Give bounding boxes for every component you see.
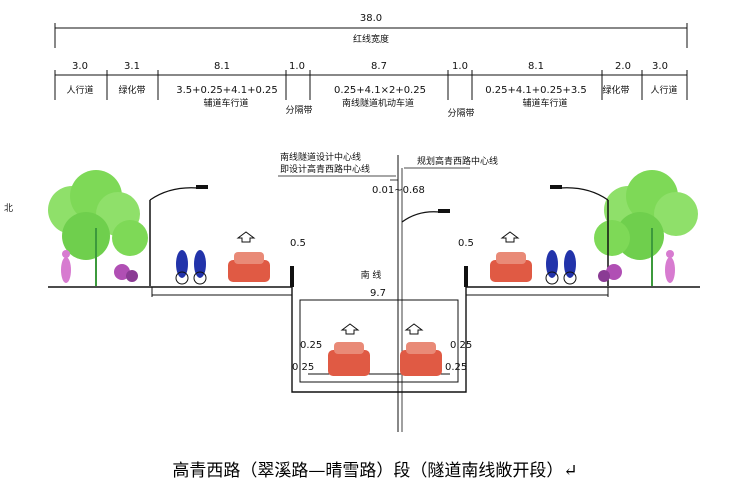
tunnel-width: 9.7 [370,288,386,299]
car-left [228,252,270,282]
tunnel-name: 南 线 [361,269,382,281]
segment-label-1: 人行道 [66,84,93,96]
total-width-label: 红线宽度 [353,33,389,45]
gap-right-value: 0.5 [458,238,474,249]
drawing-caption: 高青西路（翠溪路—晴雪路）段（隧道南线敞开段）↵ [172,461,578,481]
segment-label-5: 南线隧道机动车道 [342,97,414,109]
segment-formula-5: 0.25+4.1×2+0.25 [334,85,426,96]
wall-right-bottom: 0.25 [445,362,467,373]
segment-width-8: 2.0 [615,61,631,72]
wall-left-top: 0.25 [300,340,322,351]
segment-label-9: 人行道 [650,84,677,96]
segment-width-4: 1.0 [289,61,305,72]
offset-value: 0.01~0.68 [372,185,425,196]
segment-label-2: 绿化带 [118,84,145,96]
direction-arrows [236,231,520,335]
tunnel-labels: 南 线 9.7 0.5 0.5 0.25 0.25 0.25 0.25 [290,238,474,373]
segment-width-2: 3.1 [124,61,140,72]
wall-left-bottom: 0.25 [292,362,314,373]
trees-right [594,170,698,286]
segment-formula-3: 3.5+0.25+4.1+0.25 [176,85,277,96]
segment-width-1: 3.0 [72,61,88,72]
segment-formula-7: 0.25+4.1+0.25+3.5 [485,85,586,96]
cyclists-left [175,250,207,285]
planned-centerline-label: 规划高青西路中心线 [417,155,498,167]
segment-dimensions: 3.0 3.1 8.1 1.0 8.7 1.0 8.1 2.0 3.0 3.5+… [54,61,688,119]
total-dimension: 38.0 红线宽度 [54,13,688,48]
total-width-value: 38.0 [360,13,382,24]
segment-label-4: 分隔带 [285,105,312,116]
flowers-right [598,264,622,282]
flowers-left [114,264,138,282]
north-label: 北 [4,203,13,214]
road-structure [48,266,700,393]
segment-label-3: 辅道车行道 [203,97,248,109]
centerline-annotations: 南线隧道设计中心线 即设计高青西路中心线 规划高青西路中心线 0.01~0.68… [4,151,498,432]
pedestrian-left [61,250,71,283]
pedestrian-right [665,250,675,283]
segment-width-6: 1.0 [452,61,468,72]
road-centerline-label: 即设计高青西路中心线 [280,163,370,175]
street-light-left [149,185,208,286]
segment-width-7: 8.1 [528,61,544,72]
wall-right-top: 0.25 [450,340,472,351]
tunnel-centerline-label: 南线隧道设计中心线 [280,151,361,163]
gap-left-value: 0.5 [290,238,306,249]
car-tunnel-left [328,342,370,376]
segment-width-5: 8.7 [371,61,387,72]
segment-label-8: 绿化带 [602,84,629,96]
segment-label-7: 辅道车行道 [522,97,567,109]
segment-width-9: 3.0 [652,61,668,72]
car-tunnel-right [400,342,442,376]
cyclists-right [545,250,577,285]
segment-width-3: 8.1 [214,61,230,72]
car-right [490,252,532,282]
trees-left [48,170,148,286]
segment-label-6: 分隔带 [447,108,474,119]
center-light [401,209,450,223]
